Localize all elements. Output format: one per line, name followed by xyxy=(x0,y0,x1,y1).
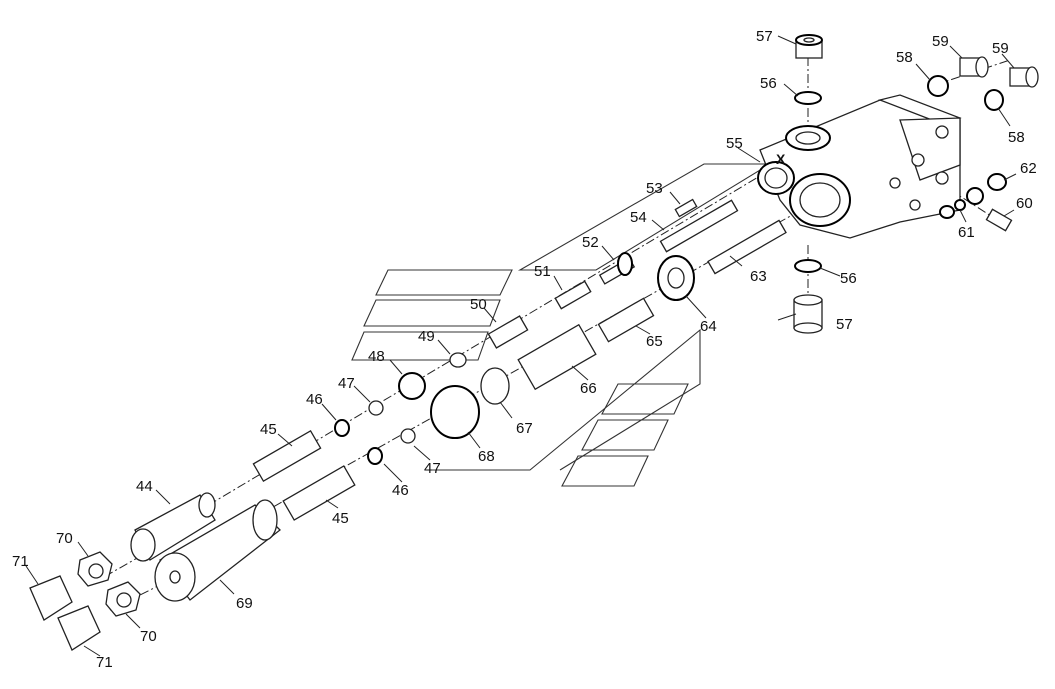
seal-ring-top xyxy=(794,91,822,105)
washer-47-upper xyxy=(368,400,384,416)
piston-52 xyxy=(598,252,636,285)
callout-66: 66 xyxy=(580,380,597,397)
callout-69: 69 xyxy=(236,595,253,612)
washer-58-right xyxy=(984,89,1004,111)
cap-71-upper xyxy=(29,575,73,621)
nut-70-upper xyxy=(77,551,113,587)
plug-bottom xyxy=(793,294,823,334)
callout-49: 49 xyxy=(418,328,435,345)
valve-body: X xyxy=(757,94,962,239)
callout-47-lower: 47 xyxy=(424,460,441,477)
screw-60 xyxy=(985,208,1013,232)
seat-67 xyxy=(480,367,510,405)
plug-59-left xyxy=(959,56,989,78)
callout-56-bottom: 56 xyxy=(840,270,857,287)
callout-70-lower: 70 xyxy=(140,628,157,645)
callout-68: 68 xyxy=(478,448,495,465)
callout-63: 63 xyxy=(750,268,767,285)
washer-61 xyxy=(939,205,955,219)
callout-46-lower: 46 xyxy=(392,482,409,499)
callout-47-upper: 47 xyxy=(338,375,355,392)
ring-68 xyxy=(430,385,480,439)
cap-71-lower xyxy=(57,605,101,651)
seal-ring-bottom xyxy=(794,259,822,273)
washer-58-left xyxy=(927,75,949,97)
callout-54: 54 xyxy=(630,209,647,226)
callout-51: 51 xyxy=(534,263,551,280)
callout-48: 48 xyxy=(368,348,385,365)
callout-45-upper: 45 xyxy=(260,421,277,438)
callout-55: 55 xyxy=(726,135,743,152)
plug-top xyxy=(795,34,823,59)
washer-47-lower xyxy=(400,428,416,444)
callout-70-upper: 70 xyxy=(56,530,73,547)
spring-66 xyxy=(517,323,597,391)
callout-53: 53 xyxy=(646,180,663,197)
spool-54 xyxy=(659,199,739,253)
spool-63 xyxy=(707,219,787,275)
nut-70-lower xyxy=(105,581,141,617)
washer-61-small xyxy=(954,199,966,211)
spring-65 xyxy=(597,297,655,343)
callout-60: 60 xyxy=(1016,195,1033,212)
spring-51 xyxy=(554,280,592,310)
leader-lines xyxy=(25,35,1017,657)
spring-50 xyxy=(487,315,529,349)
callout-59-right: 59 xyxy=(992,40,1009,57)
pin-53 xyxy=(674,198,698,218)
svg-text:X: X xyxy=(776,151,786,167)
washer-46-lower xyxy=(367,447,383,465)
callout-58-right: 58 xyxy=(1008,129,1025,146)
plug-59-right xyxy=(1009,66,1039,88)
callout-46-upper: 46 xyxy=(306,391,323,408)
ring-48 xyxy=(398,372,426,400)
washer-62 xyxy=(987,173,1007,191)
washer-46-upper xyxy=(334,419,350,437)
cap-64 xyxy=(657,255,695,301)
callout-labels: 57 56 58 59 59 58 55 62 53 60 54 61 52 6… xyxy=(12,28,1037,671)
callout-58-left: 58 xyxy=(896,49,913,66)
body-x-marking: X xyxy=(776,151,786,167)
callout-52: 52 xyxy=(582,234,599,251)
sleeve-45-lower xyxy=(282,465,356,521)
callout-59-left: 59 xyxy=(932,33,949,50)
callout-57-top: 57 xyxy=(756,28,773,45)
callout-64: 64 xyxy=(700,318,717,335)
end-cap-44 xyxy=(130,492,216,562)
callout-57-bottom: 57 xyxy=(836,316,853,333)
callout-71-lower: 71 xyxy=(96,654,113,671)
callout-50: 50 xyxy=(470,296,487,313)
callout-61: 61 xyxy=(958,224,975,241)
callout-44: 44 xyxy=(136,478,153,495)
ring-49 xyxy=(449,352,467,368)
sleeve-45-upper xyxy=(252,429,322,483)
end-cap-69 xyxy=(154,499,281,602)
callout-67: 67 xyxy=(516,420,533,437)
callout-71-upper: 71 xyxy=(12,553,29,570)
washer-62-inner xyxy=(966,187,984,205)
callout-45-lower: 45 xyxy=(332,510,349,527)
callout-56-top: 56 xyxy=(760,75,777,92)
callout-62: 62 xyxy=(1020,160,1037,177)
callout-65: 65 xyxy=(646,333,663,350)
